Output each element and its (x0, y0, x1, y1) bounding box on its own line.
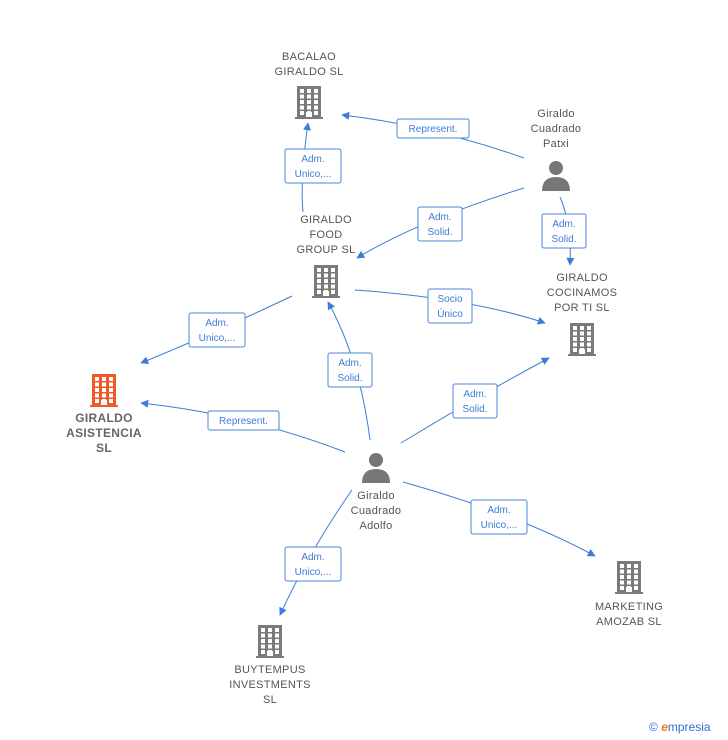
relation-text: Solid. (427, 227, 452, 238)
relation-text: Solid. (551, 234, 576, 245)
node-label-line: Giraldo (537, 108, 575, 120)
building-icon (256, 625, 284, 658)
node-label-line: Patxi (543, 138, 569, 150)
relation-label-adolfo-cocinamos[interactable]: Adm. Solid. (452, 383, 498, 419)
relation-box (541, 213, 587, 249)
relation-text: Represent. (409, 124, 458, 135)
relation-text: Solid. (462, 404, 487, 415)
relation-text: Adm. (463, 389, 486, 400)
relation-box (427, 288, 473, 324)
relation-box (417, 206, 463, 242)
relation-box (396, 118, 470, 139)
relation-label-adolfo-food[interactable]: Adm. Solid. (327, 352, 373, 388)
node-label-line: AMOZAB SL (596, 616, 662, 628)
relation-text: Adm. (205, 318, 228, 329)
node-label-line: Giraldo (357, 490, 395, 502)
node-label-line: Cuadrado (531, 123, 582, 135)
relation-text: Represent. (219, 416, 268, 427)
node-label-line: GIRALDO (556, 272, 608, 284)
node-label-line: SL (263, 694, 277, 706)
person-icon (362, 453, 390, 483)
relation-text: Unico,... (295, 169, 332, 180)
relation-labels-layer: Represent. Adm. Unico,... Adm. Solid. Adm. Sol… (188, 118, 587, 582)
node-cocinamos[interactable]: GIRALDO COCINAMOS POR TI SL (547, 272, 618, 356)
relation-text: Único (437, 307, 463, 320)
node-label-line: GIRALDO (300, 214, 352, 226)
relation-text: Adm. (338, 358, 361, 369)
node-food[interactable]: GIRALDO FOOD GROUP SL (296, 214, 355, 298)
building-icon (295, 86, 323, 119)
empresia-logo-text: mpresia (667, 720, 711, 734)
relation-box (284, 546, 342, 582)
building-icon (312, 265, 340, 298)
relation-text: Adm. (301, 552, 324, 563)
node-marketing[interactable]: MARKETING AMOZAB SL (595, 561, 663, 628)
relation-label-adolfo-marketing[interactable]: Adm. Unico,... (470, 499, 528, 535)
node-buytempus[interactable]: BUYTEMPUS INVESTMENTS SL (229, 625, 311, 706)
relation-label-food-bacalao[interactable]: Adm. Unico,... (284, 148, 342, 184)
node-label-line: ASISTENCIA (66, 426, 142, 440)
node-label-line: GIRALDO SL (274, 66, 343, 78)
relation-box (207, 410, 280, 431)
node-label-line: FOOD (310, 229, 343, 241)
copyright-symbol: © (649, 720, 658, 734)
relation-text: Adm. (428, 212, 451, 223)
empresia-logo-e: e (661, 720, 668, 734)
relation-text: Adm. (552, 219, 575, 230)
node-label-line: SL (96, 441, 112, 455)
relation-box (188, 312, 246, 348)
node-label-line: INVESTMENTS (229, 679, 311, 691)
relation-box (284, 148, 342, 184)
relation-box (327, 352, 373, 388)
building-icon (615, 561, 643, 594)
relation-box (470, 499, 528, 535)
node-label-line: Adolfo (360, 520, 393, 532)
node-label-line: COCINAMOS (547, 287, 618, 299)
relation-text: Socio (437, 294, 462, 305)
relation-label-adolfo-asistencia[interactable]: Represent. (207, 410, 280, 431)
relation-text: Unico,... (481, 520, 518, 531)
relation-label-patxi-food[interactable]: Adm. Solid. (417, 206, 463, 242)
person-icon (542, 161, 570, 191)
relation-label-food-asistencia[interactable]: Adm. Unico,... (188, 312, 246, 348)
node-label-line: GIRALDO (75, 411, 132, 425)
relation-box (452, 383, 498, 419)
relation-text: Adm. (301, 154, 324, 165)
relation-text: Unico,... (295, 567, 332, 578)
relation-text: Adm. (487, 505, 510, 516)
node-label-line: BUYTEMPUS (234, 664, 305, 676)
relation-label-patxi-cocinamos[interactable]: Adm. Solid. (541, 213, 587, 249)
relation-text: Unico,... (199, 333, 236, 344)
node-label-line: Cuadrado (351, 505, 402, 517)
building-icon (90, 374, 118, 407)
relation-text: Solid. (337, 373, 362, 384)
empresia-credit[interactable]: © empresia (649, 720, 711, 734)
node-label-line: POR TI SL (554, 302, 610, 314)
building-icon (568, 323, 596, 356)
node-label-line: MARKETING (595, 601, 663, 613)
node-label-line: GROUP SL (296, 244, 355, 256)
relation-label-adolfo-buytempus[interactable]: Adm. Unico,... (284, 546, 342, 582)
node-label-line: BACALAO (282, 51, 336, 63)
node-bacalao[interactable]: BACALAO GIRALDO SL (274, 51, 343, 119)
relation-label-patxi-bacalao[interactable]: Represent. (396, 118, 470, 139)
